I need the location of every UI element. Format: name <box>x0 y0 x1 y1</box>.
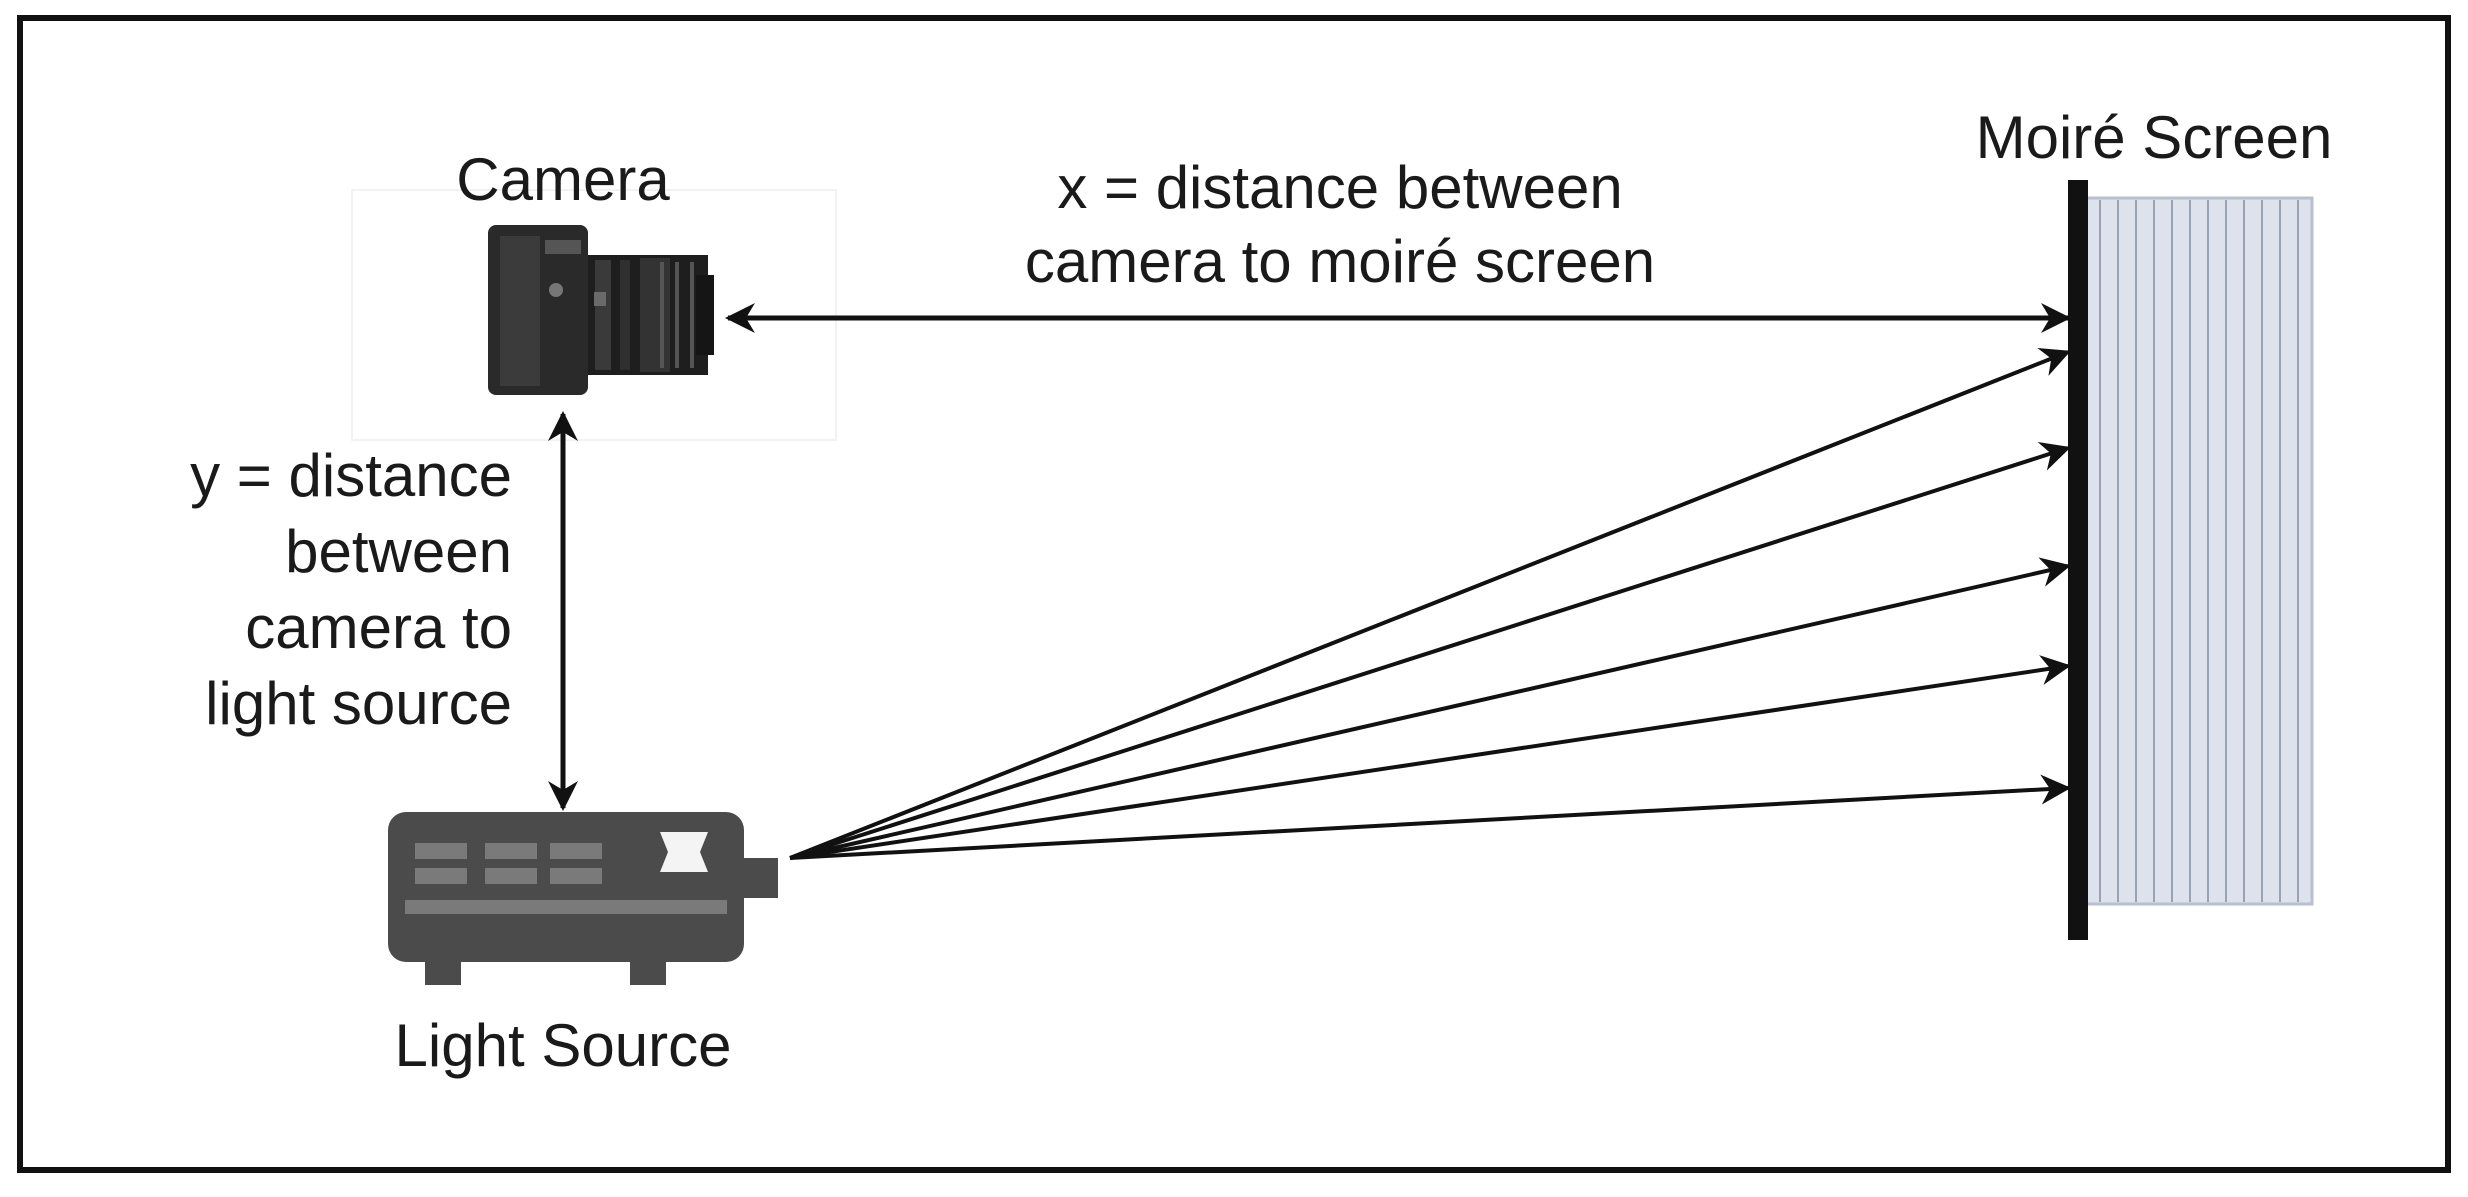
light-ray <box>789 347 2071 860</box>
x-distance-label-line-1: x = distance between <box>1057 154 1622 221</box>
y-distance-label-line-3: camera to <box>245 594 512 661</box>
light-ray <box>789 774 2071 860</box>
frame-border <box>17 15 2451 1173</box>
light-ray <box>789 557 2071 860</box>
y-distance-label-line-4: light source <box>205 670 512 737</box>
camera-icon <box>488 225 714 395</box>
y-distance-label-line-1: y = distance <box>190 442 512 509</box>
x-distance-label-line-2: camera to moiré screen <box>1025 228 1655 295</box>
light-source-label: Light Source <box>395 1012 732 1079</box>
light-ray <box>789 655 2071 860</box>
light-rays <box>789 347 2071 860</box>
screen-label: Moiré Screen <box>1976 104 2333 171</box>
light-ray <box>789 441 2071 860</box>
projector-icon <box>388 812 778 985</box>
moire-screen-icon <box>2068 180 2314 940</box>
y-distance-label-line-2: between <box>285 518 512 585</box>
camera-label: Camera <box>456 146 670 213</box>
